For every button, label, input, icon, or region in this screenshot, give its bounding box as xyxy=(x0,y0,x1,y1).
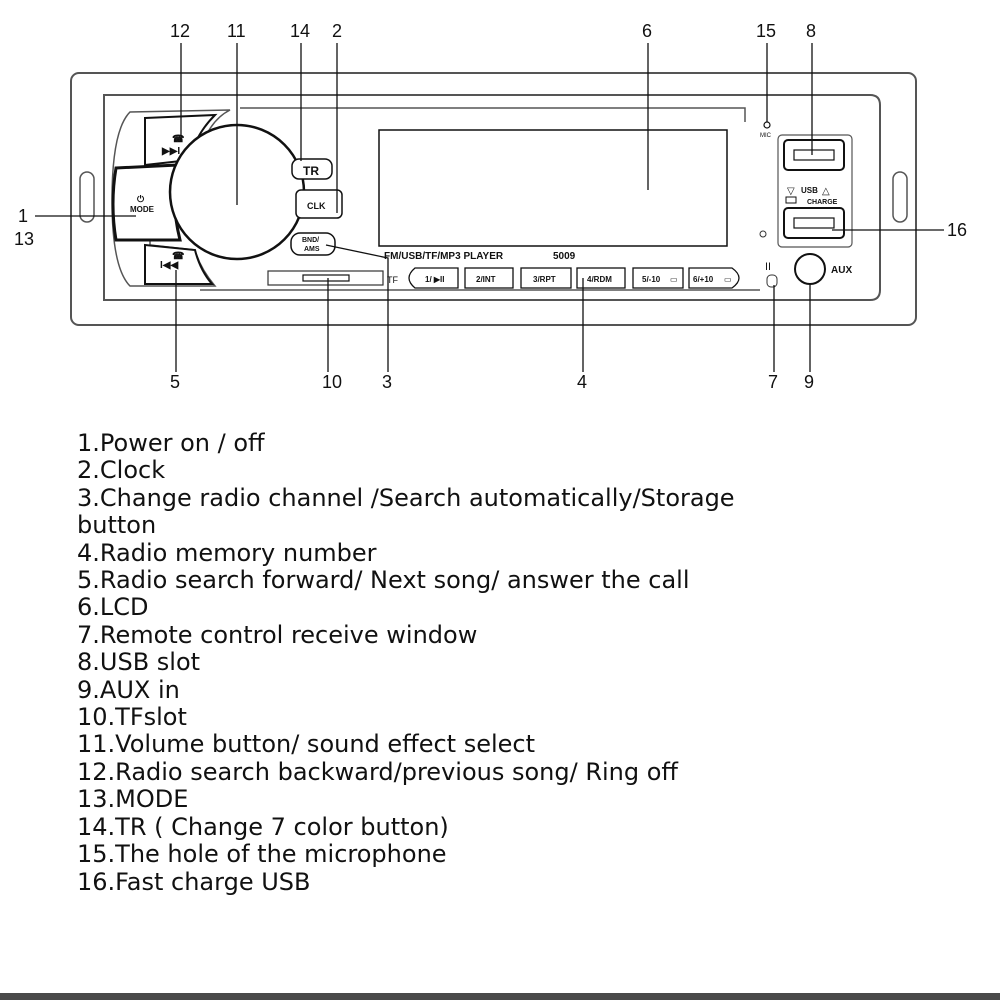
preset-label-6: 6/+10 xyxy=(693,275,714,284)
legend-item-8: 8.USB slot xyxy=(77,648,201,677)
charge-label: CHARGE xyxy=(807,199,838,206)
preset-label-2: 2/INT xyxy=(476,275,496,284)
tf-label: TF xyxy=(387,275,398,285)
usb-label: USB xyxy=(801,186,818,195)
folder-down-icon: ▭ xyxy=(670,275,678,284)
callout-13: 13 xyxy=(14,229,34,249)
callout-14: 14 xyxy=(290,21,310,41)
legend-item-11: 11.Volume button/ sound effect select xyxy=(77,730,536,759)
battery-icon xyxy=(785,196,797,204)
preset-button-2[interactable] xyxy=(464,267,514,289)
bottom-edge-bar xyxy=(0,993,1000,1000)
usb-down-icon: ▽ xyxy=(787,186,795,197)
ir-indicator xyxy=(759,230,767,238)
callout-5: 5 xyxy=(170,372,180,392)
preset-button-5[interactable] xyxy=(632,267,684,289)
callout-2: 2 xyxy=(332,21,342,41)
legend-item-3: 3.Change radio channel /Search automatic… xyxy=(77,483,735,540)
callout-9: 9 xyxy=(804,372,814,392)
callout-10: 10 xyxy=(322,372,342,392)
bnd-ams-button[interactable] xyxy=(290,232,336,256)
leader-3 xyxy=(325,244,389,372)
preset-label-1: 1/ ▶II xyxy=(425,275,445,284)
usb-port-charge xyxy=(793,217,835,229)
callout-3: 3 xyxy=(382,372,392,392)
prev-icon: I◀◀ xyxy=(160,260,178,271)
callout-4: 4 xyxy=(577,372,587,392)
mic-hole xyxy=(763,121,771,129)
legend-item-6: 6.LCD xyxy=(77,593,149,622)
clk-label: CLK xyxy=(307,201,326,211)
legend-list: 1.Power on / off 2.Clock 3.Change radio … xyxy=(77,429,777,896)
aux-jack[interactable] xyxy=(794,253,826,285)
usb-port-top xyxy=(793,149,835,161)
legend-item-14: 14.TR ( Change 7 color button) xyxy=(77,812,449,841)
car-stereo-diagram: ▶▶I ☎ ⏻ MODE I◀◀ ☎ TR CLK BND/ AMS FM/US… xyxy=(14,21,967,392)
mic-label: MIC xyxy=(760,133,772,139)
preset-label-5: 5/-10 xyxy=(642,275,661,284)
legend-item-13: 13.MODE xyxy=(77,785,189,814)
preset-button-4[interactable] xyxy=(576,267,626,289)
callout-6: 6 xyxy=(642,21,652,41)
legend-item-1: 1.Power on / off xyxy=(77,429,265,457)
preset-label-4: 4/RDM xyxy=(587,275,612,284)
callout-12: 12 xyxy=(170,21,190,41)
usb-panel xyxy=(777,134,853,248)
remote-window xyxy=(766,274,778,288)
phone-hangup-icon: ☎ xyxy=(172,251,184,262)
legend-item-2: 2.Clock xyxy=(77,456,166,485)
legend-item-4: 4.Radio memory number xyxy=(77,538,377,567)
side-slot-right xyxy=(892,171,908,223)
mode-label: MODE xyxy=(130,205,155,214)
aux-label: AUX xyxy=(831,265,852,276)
prev-button[interactable] xyxy=(144,243,215,285)
usb-up-icon: △ xyxy=(822,186,830,197)
preset-label-3: 3/RPT xyxy=(533,275,556,284)
remote-window-icon: ⅠⅠ xyxy=(765,262,771,273)
face-plate xyxy=(103,94,881,301)
legend-item-9: 9.AUX in xyxy=(77,675,180,704)
callout-11: 11 xyxy=(227,21,246,41)
bnd-label: BND/ xyxy=(302,237,319,244)
next-icon: ▶▶I xyxy=(161,146,180,157)
legend-item-12: 12.Radio search backward/previous song/ … xyxy=(77,757,678,786)
face-top-band xyxy=(240,107,746,122)
preset-button-1[interactable] xyxy=(408,267,459,289)
callout-1: 1 xyxy=(18,206,28,226)
callout-16: 16 xyxy=(947,220,967,240)
power-icon: ⏻ xyxy=(137,194,145,204)
legend-item-15: 15.The hole of the microphone xyxy=(77,840,447,869)
phone-answer-icon: ☎ xyxy=(172,134,184,145)
tf-slot[interactable] xyxy=(302,274,350,282)
model-line: FM/USB/TF/MP3 PLAYER xyxy=(384,251,504,262)
callout-8: 8 xyxy=(806,21,816,41)
preset-button-3[interactable] xyxy=(520,267,572,289)
side-slot-left xyxy=(79,171,95,223)
clk-button[interactable] xyxy=(295,189,343,219)
legend-item-7: 7.Remote control receive window xyxy=(77,620,478,649)
tr-label: TR xyxy=(303,164,319,178)
folder-up-icon: ▭ xyxy=(724,275,732,284)
tr-button[interactable] xyxy=(291,158,333,180)
lcd-screen xyxy=(378,129,728,247)
callout-7: 7 xyxy=(768,372,778,392)
legend-item-16: 16.Fast charge USB xyxy=(77,867,311,896)
outer-frame xyxy=(70,72,917,326)
preset-button-6[interactable] xyxy=(688,267,740,289)
legend-item-5: 5.Radio search forward/ Next song/ answe… xyxy=(77,566,690,595)
callout-15: 15 xyxy=(756,21,776,41)
ams-label: AMS xyxy=(304,246,320,253)
legend-item-10: 10.TFslot xyxy=(77,703,187,732)
model-number: 5009 xyxy=(553,251,576,262)
